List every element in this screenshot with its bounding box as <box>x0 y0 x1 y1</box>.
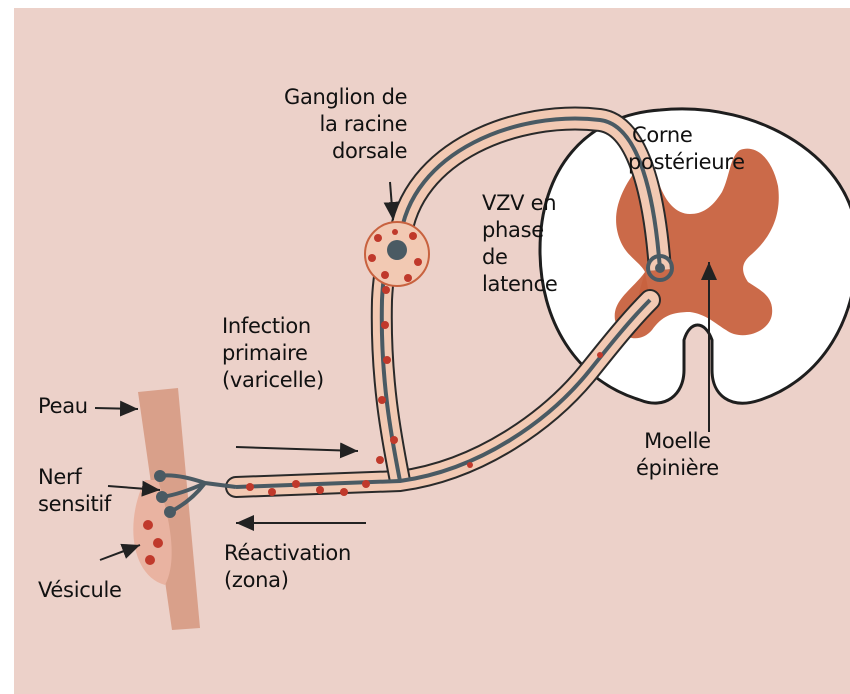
label-vesicule: Vésicule <box>38 577 122 604</box>
label-corne-line1: Corne <box>628 122 745 149</box>
label-nerf: Nerf sensitif <box>38 464 111 518</box>
label-peau: Peau <box>38 393 88 420</box>
label-infection-line3: (varicelle) <box>222 367 324 394</box>
label-nerf-line1: Nerf <box>38 464 111 491</box>
label-ganglion-line3: dorsale <box>284 138 407 165</box>
label-moelle-line2: épinière <box>636 455 719 482</box>
label-peau-text: Peau <box>38 393 88 420</box>
label-infection: Infection primaire (varicelle) <box>222 313 324 394</box>
label-ganglion-line2: la racine <box>284 111 407 138</box>
label-ganglion-line1: Ganglion de <box>284 84 407 111</box>
label-corne: Corne postérieure <box>628 122 745 176</box>
label-vzv: VZV en phase de latence <box>482 190 558 298</box>
label-reactivation: Réactivation (zona) <box>224 540 351 594</box>
label-infection-line2: primaire <box>222 340 324 367</box>
label-reactivation-line2: (zona) <box>224 567 351 594</box>
label-ganglion: Ganglion de la racine dorsale <box>284 84 407 165</box>
label-reactivation-line1: Réactivation <box>224 540 351 567</box>
label-vzv-line2: phase <box>482 217 558 244</box>
label-infection-line1: Infection <box>222 313 324 340</box>
label-corne-line2: postérieure <box>628 149 745 176</box>
label-vzv-line4: latence <box>482 271 558 298</box>
label-vzv-line1: VZV en <box>482 190 558 217</box>
label-vzv-line3: de <box>482 244 558 271</box>
label-vesicule-text: Vésicule <box>38 577 122 604</box>
label-nerf-line2: sensitif <box>38 491 111 518</box>
label-moelle: Moelle épinière <box>636 428 719 482</box>
dorsal-root-ganglion <box>365 222 429 286</box>
peau-arrow <box>95 408 138 409</box>
label-moelle-line1: Moelle <box>636 428 719 455</box>
